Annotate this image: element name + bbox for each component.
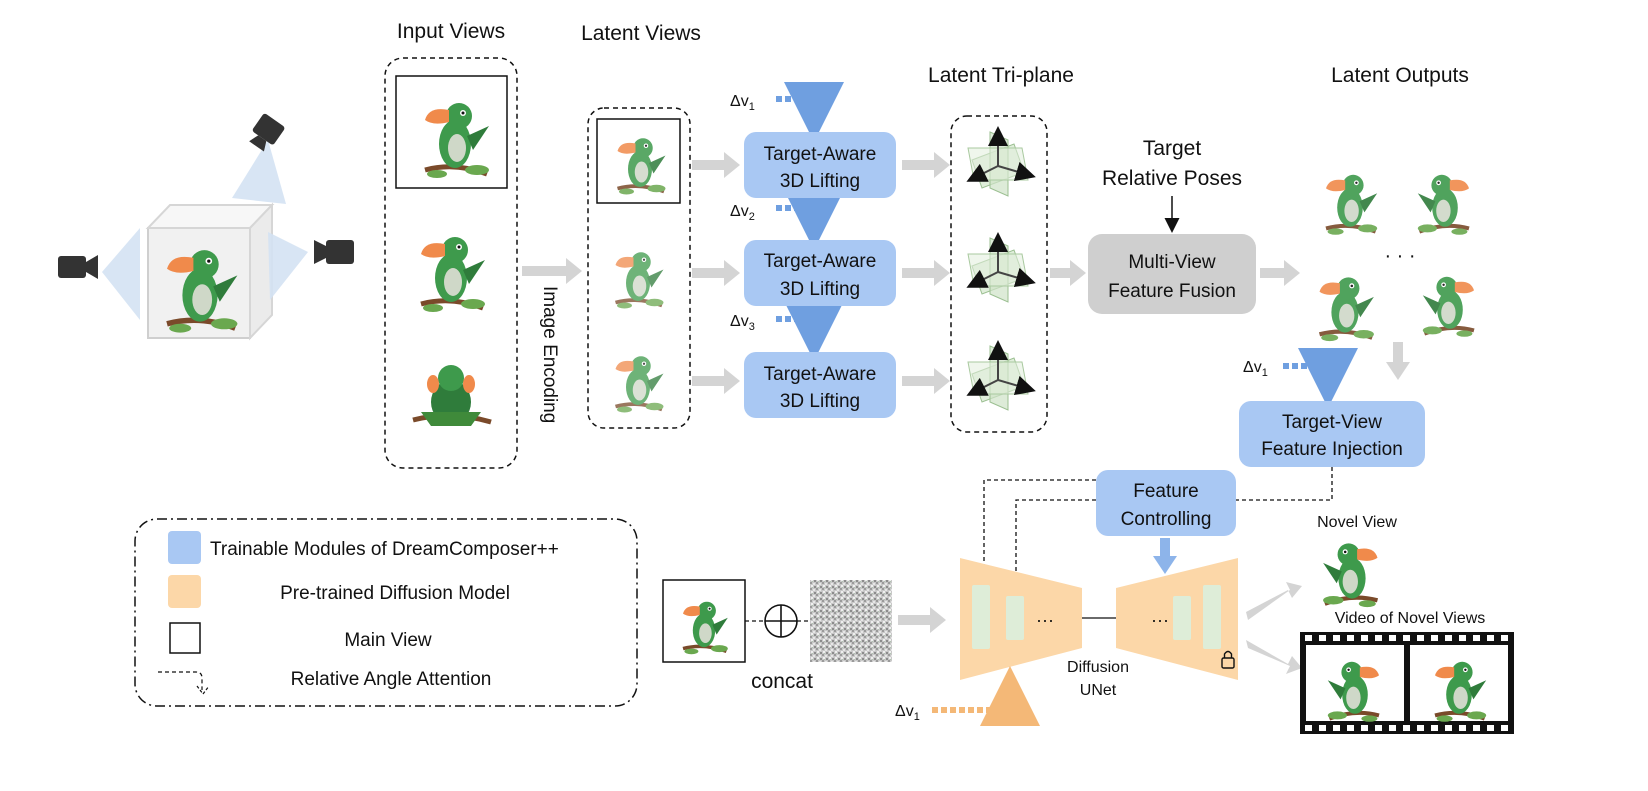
latent-output-3	[1320, 277, 1374, 341]
svg-text:3D Lifting: 3D Lifting	[780, 279, 860, 300]
delta-v3-attention: Δv3	[730, 301, 844, 361]
feature-controlling-module: Feature Controlling	[1096, 470, 1236, 536]
injection-delta-attention: Δv1	[1243, 348, 1358, 408]
header-latent-triplane: Latent Tri-plane	[928, 64, 1074, 87]
legend-relative-angle-label: Relative Angle Attention	[291, 669, 492, 690]
svg-text:Δv3: Δv3	[730, 313, 755, 333]
lifting-to-triplane-arrows	[902, 152, 950, 394]
camera-icon-top	[249, 113, 285, 152]
unet-dots-right: ···	[1151, 610, 1169, 630]
concat-label: concat	[751, 670, 813, 693]
diffusion-unet: ··· ···	[960, 558, 1238, 680]
triplane-group	[950, 115, 1048, 433]
lock-icon	[1221, 650, 1235, 669]
controlling-to-unet-arrow	[1153, 538, 1177, 574]
lifting-module-3: Target-Aware 3D Lifting	[744, 352, 896, 418]
latent-output-2	[1418, 175, 1469, 235]
svg-text:Multi-View: Multi-View	[1128, 252, 1216, 273]
legend-trainable-label: Trainable Modules of DreamComposer++	[210, 539, 559, 560]
unet-delta-attention: Δv1	[895, 666, 1040, 726]
lifting-module-1: Target-Aware 3D Lifting	[744, 132, 896, 198]
svg-text:3D Lifting: 3D Lifting	[780, 171, 860, 192]
header-input-views: Input Views	[397, 20, 505, 43]
camera-icon-right	[314, 240, 354, 264]
triplane-1	[968, 130, 1032, 196]
svg-text:Target-View: Target-View	[1282, 412, 1382, 433]
input-view-3	[412, 365, 492, 426]
video-label: Video of Novel Views	[1335, 610, 1486, 627]
latent-view-2	[613, 250, 666, 311]
legend-pretrained-label: Pre-trained Diffusion Model	[280, 583, 510, 604]
header-latent-outputs: Latent Outputs	[1331, 64, 1469, 87]
svg-text:Δv1: Δv1	[1243, 359, 1268, 379]
header-latent-views: Latent Views	[581, 22, 701, 45]
image-encoding-label: Image Encoding	[539, 286, 560, 423]
noise-to-unet-arrow	[898, 607, 946, 633]
svg-text:Controlling: Controlling	[1121, 509, 1212, 530]
delta-v1-attention: Δv1	[730, 82, 844, 142]
input-views-group	[384, 57, 518, 469]
legend-attention-icon	[158, 671, 203, 690]
unet-label-line1: Diffusion	[1067, 659, 1129, 676]
latent-views-group	[587, 107, 691, 429]
latent-view-3	[613, 354, 666, 415]
camera-cube-illustration	[102, 140, 308, 341]
input-view-1	[425, 103, 489, 178]
svg-text:Δv1: Δv1	[730, 93, 755, 113]
main-view-frame	[395, 75, 508, 189]
legend-swatch-trainable	[168, 531, 201, 564]
svg-text:Feature: Feature	[1133, 481, 1198, 502]
legend-swatch-pretrained	[168, 575, 201, 608]
legend-box	[134, 518, 638, 707]
legend-swatch-main-view	[169, 622, 201, 654]
latent-output-4	[1423, 277, 1474, 337]
svg-text:Target-Aware: Target-Aware	[764, 251, 877, 272]
triplane-2	[968, 236, 1032, 302]
svg-text:Feature Fusion: Feature Fusion	[1108, 281, 1236, 302]
input-view-2	[421, 237, 485, 312]
svg-text:3D Lifting: 3D Lifting	[780, 391, 860, 412]
latent-output-1	[1326, 175, 1377, 235]
unet-output-arrows	[1246, 582, 1302, 674]
latent-main-view-frame	[596, 118, 681, 204]
video-filmstrip	[1300, 632, 1514, 734]
legend-main-view-label: Main View	[344, 630, 432, 651]
target-poses-line2: Relative Poses	[1102, 167, 1242, 190]
feature-fusion-module: Multi-View Feature Fusion	[1088, 234, 1256, 314]
noise-latent	[810, 580, 892, 662]
control-dashed-lines	[983, 467, 1333, 598]
svg-text:Target-Aware: Target-Aware	[764, 364, 877, 385]
latent-to-lifting-arrows	[692, 152, 740, 394]
unet-dots-left: ···	[1036, 610, 1054, 630]
unet-label-line2: UNet	[1080, 682, 1117, 699]
target-poses-line1: Target	[1143, 137, 1202, 160]
delta-v2-attention: Δv2	[730, 190, 844, 250]
fusion-to-outputs-arrow	[1260, 260, 1300, 286]
svg-text:Δv2: Δv2	[730, 203, 755, 223]
svg-text:Target-Aware: Target-Aware	[764, 144, 877, 165]
triplane-3	[968, 344, 1032, 410]
feature-injection-module: Target-View Feature Injection	[1239, 401, 1425, 467]
camera-icon-left	[58, 255, 98, 279]
novel-view-image	[1323, 543, 1377, 607]
lifting-module-2: Target-Aware 3D Lifting	[744, 240, 896, 306]
triplane-to-fusion-arrow	[1050, 260, 1086, 286]
svg-text:Δv1: Δv1	[895, 703, 920, 723]
latent-view-1	[615, 136, 668, 197]
svg-text:Feature Injection: Feature Injection	[1261, 439, 1403, 460]
outputs-to-injection-arrow	[1386, 342, 1410, 380]
outputs-ellipsis: · · ·	[1384, 245, 1415, 267]
concat-operator-icon	[764, 604, 798, 638]
novel-view-label: Novel View	[1317, 514, 1397, 531]
